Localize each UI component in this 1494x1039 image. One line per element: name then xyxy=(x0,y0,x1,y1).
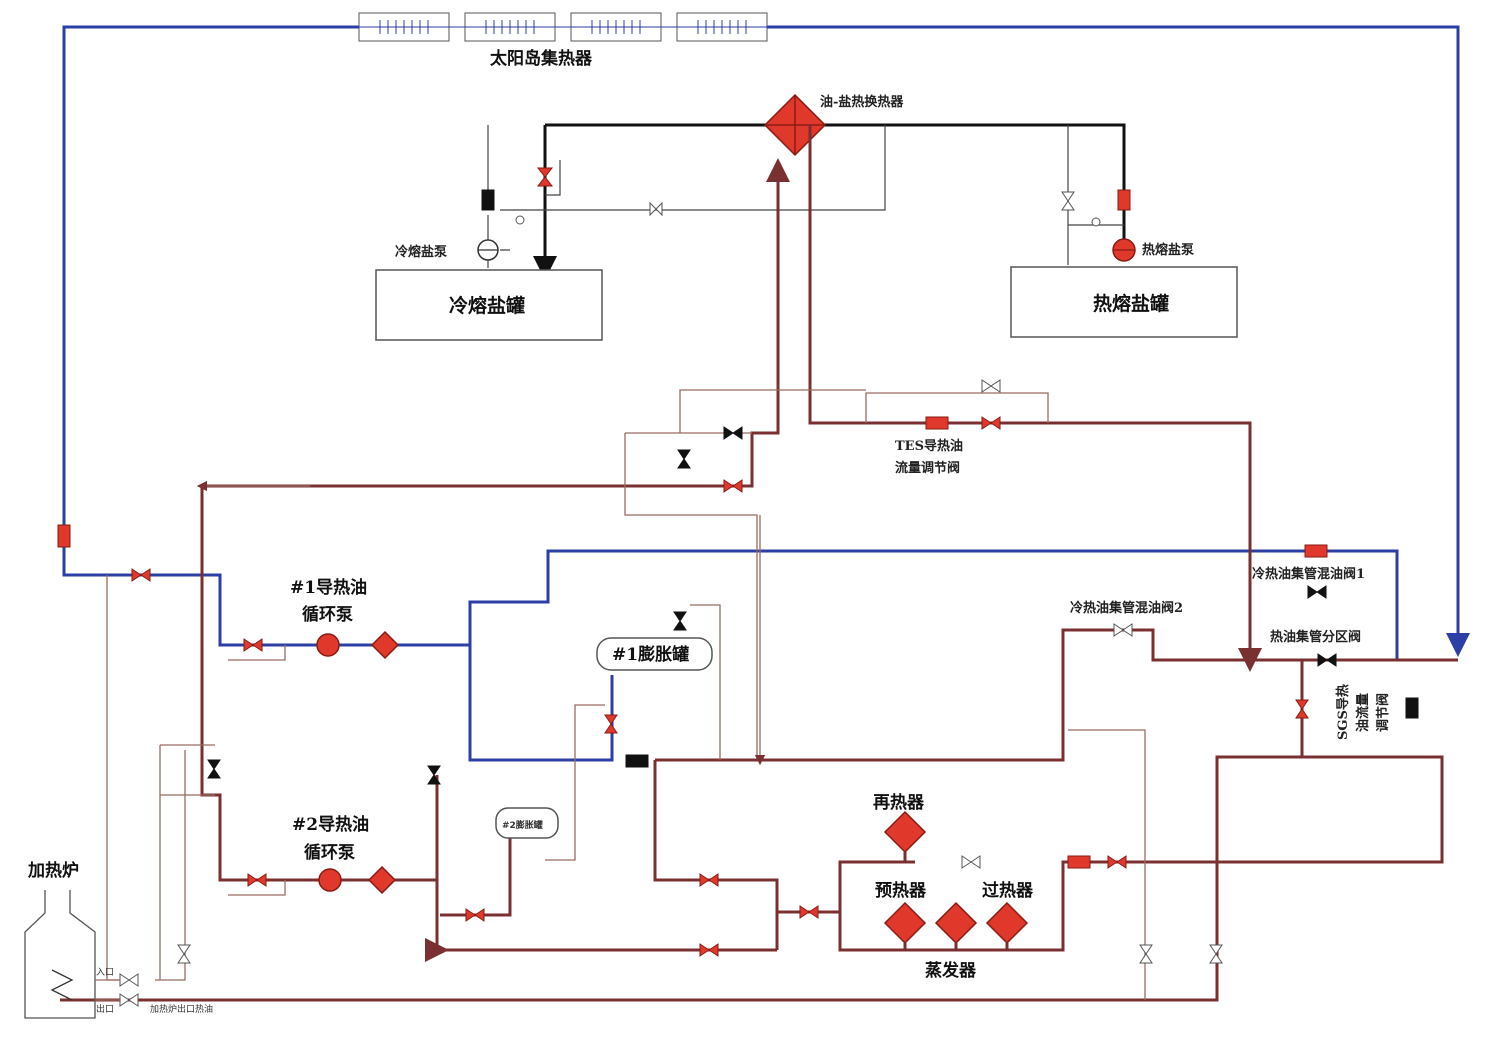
reheater-icon xyxy=(883,810,927,854)
pump2-inlet-valve-icon[interactable] xyxy=(247,873,267,887)
preheater-label: 预热器 xyxy=(875,880,927,901)
salt-header-line xyxy=(545,123,1126,240)
sgs-valve-label-line1: SGS导热 xyxy=(1335,684,1351,740)
hot-salt-bypass-valve-icon[interactable] xyxy=(1061,191,1075,211)
furnace-label: 加热炉 xyxy=(27,860,79,881)
furnace-bypass-valve-icon[interactable] xyxy=(1139,944,1153,964)
expansion-tank-2-valve-icon[interactable] xyxy=(465,908,485,922)
salt-control-line xyxy=(500,125,886,211)
salt-regulating-valve-icon[interactable] xyxy=(649,201,663,217)
cold-salt-valve-icon[interactable] xyxy=(481,189,495,211)
pump2-label-line1: #2导热油 xyxy=(292,814,369,835)
expansion-tank-1 xyxy=(596,637,713,671)
sgs-main-valve-icon[interactable] xyxy=(1107,855,1127,869)
tes-valve-label-line2: 流量调节阀 xyxy=(895,460,960,476)
furnace-return-valve-icon[interactable] xyxy=(1209,944,1223,964)
collector-return-line xyxy=(767,25,1470,657)
tes-bypass-line xyxy=(865,392,1049,423)
evaporator-icon xyxy=(934,901,978,945)
hot-salt-tank-label: 热熔盐罐 xyxy=(1093,292,1169,315)
zone-valve-icon[interactable] xyxy=(1317,653,1337,667)
hot-salt-valve-icon[interactable] xyxy=(1117,189,1131,211)
sgs-return-valve-icon[interactable] xyxy=(699,943,719,957)
mix-valve-2-label: 冷热油集管混油阀2 xyxy=(1070,600,1183,616)
pump1-inlet-valve-icon[interactable] xyxy=(243,638,263,652)
furnace-inlet-label: 入口 xyxy=(96,967,114,978)
cold-salt-control-valve-icon[interactable] xyxy=(536,167,554,187)
mix-valve-1-actuator-icon[interactable] xyxy=(1304,544,1328,558)
tes-supply-valve-icon[interactable] xyxy=(723,479,743,493)
reheater-label: 再热器 xyxy=(873,792,925,813)
header-valve-icon[interactable] xyxy=(625,754,649,768)
solar-collector-label: 太阳岛集热器 xyxy=(490,48,593,69)
expansion-tank-1-line xyxy=(468,645,614,762)
furnace-outlet-label: 出口 xyxy=(96,1003,114,1015)
furnace-drain-valve-icon[interactable] xyxy=(177,944,191,964)
tes-oil-return-line xyxy=(808,125,1262,672)
expansion-tank-2-label: #2膨胀罐 xyxy=(502,819,543,831)
mix-valve-1-icon[interactable] xyxy=(1307,585,1327,599)
sgs-supply-line xyxy=(1140,660,1444,864)
sgs-regulating-valve-icon[interactable] xyxy=(1295,699,1309,719)
evaporator-label: 蒸发器 xyxy=(925,960,977,981)
expansion-tank-1-valve-icon[interactable] xyxy=(673,611,687,631)
tes-inlet-valve-icon[interactable] xyxy=(677,449,691,469)
furnace xyxy=(24,890,96,1019)
pump2-icon xyxy=(318,865,397,895)
cold-salt-tank-label: 冷熔盐罐 xyxy=(449,294,525,317)
cold-salt-pump-icon xyxy=(477,239,499,261)
sgs-outlet-valve-icon[interactable] xyxy=(799,905,819,919)
pump1-label-line1: #1导热油 xyxy=(290,577,367,598)
oil-salt-hx-label: 油-盐热换热器 xyxy=(820,94,904,110)
collector-inlet-valve-icon[interactable] xyxy=(131,568,151,582)
hot-salt-tank xyxy=(1010,266,1238,338)
reheater-valve-icon[interactable] xyxy=(961,855,981,869)
mix-valve-2-icon[interactable] xyxy=(1113,623,1133,637)
hot-salt-pump-label: 热熔盐泵 xyxy=(1142,242,1194,258)
expansion-tank-1-inlet-valve-icon[interactable] xyxy=(604,714,618,734)
expansion-tank-1-label: #1膨胀罐 xyxy=(612,644,689,665)
pump1-icon xyxy=(316,630,400,660)
oil-salt-heat-exchanger xyxy=(763,93,827,157)
sgs-valve-label-line3: 调节阀 xyxy=(1375,693,1391,732)
pump-crossover-valve-icon[interactable] xyxy=(207,759,221,779)
solar-collector-array xyxy=(358,12,768,42)
furnace-inlet-valve-icon[interactable] xyxy=(119,973,139,987)
tes-valve-label-line1: TES导热油 xyxy=(895,438,963,454)
collector-regulating-valve-icon[interactable] xyxy=(57,524,71,548)
tes-bypass-return-valve-icon[interactable] xyxy=(981,379,1001,393)
superheater-label: 过热器 xyxy=(982,880,1034,901)
tes-flow-valve-icon[interactable] xyxy=(925,416,949,430)
furnace-outlet-valve-icon[interactable] xyxy=(119,993,139,1007)
mix-valve-1-label: 冷热油集管混油阀1 xyxy=(1252,566,1365,582)
pump2-label-line2: 循环泵 xyxy=(304,842,355,863)
sgs-oil-line xyxy=(653,760,779,950)
zone-valve-label: 热油集管分区阀 xyxy=(1270,629,1361,645)
sgs-inlet-valve-icon[interactable] xyxy=(699,873,719,887)
pump2-outlet-valve-icon[interactable] xyxy=(427,765,441,785)
furnace-coil-icon xyxy=(50,969,74,1001)
cold-salt-pump-label: 冷熔盐泵 xyxy=(395,244,447,260)
superheater-icon xyxy=(985,901,1029,945)
pump1-label-line2: 循环泵 xyxy=(302,604,353,625)
furnace-outlet-line xyxy=(60,755,1302,1002)
tes-bypass-valve-icon[interactable] xyxy=(723,426,743,440)
preheater-icon xyxy=(883,901,927,945)
expansion-tank-2 xyxy=(495,807,559,839)
hot-oil-header xyxy=(655,628,1458,762)
furnace-outlet-line-label: 加热炉出口热油 xyxy=(150,1003,213,1015)
hot-salt-pump-icon xyxy=(1112,238,1136,262)
steam-generator-loop xyxy=(838,860,1140,952)
sgs-flow-valve-icon[interactable] xyxy=(1067,855,1091,869)
cold-salt-tank xyxy=(375,269,603,341)
sgs-valve-label-line2: 油流量 xyxy=(1355,693,1371,732)
sgs-regulating-actuator-icon[interactable] xyxy=(1405,697,1419,719)
tes-return-valve-icon[interactable] xyxy=(981,416,1001,430)
